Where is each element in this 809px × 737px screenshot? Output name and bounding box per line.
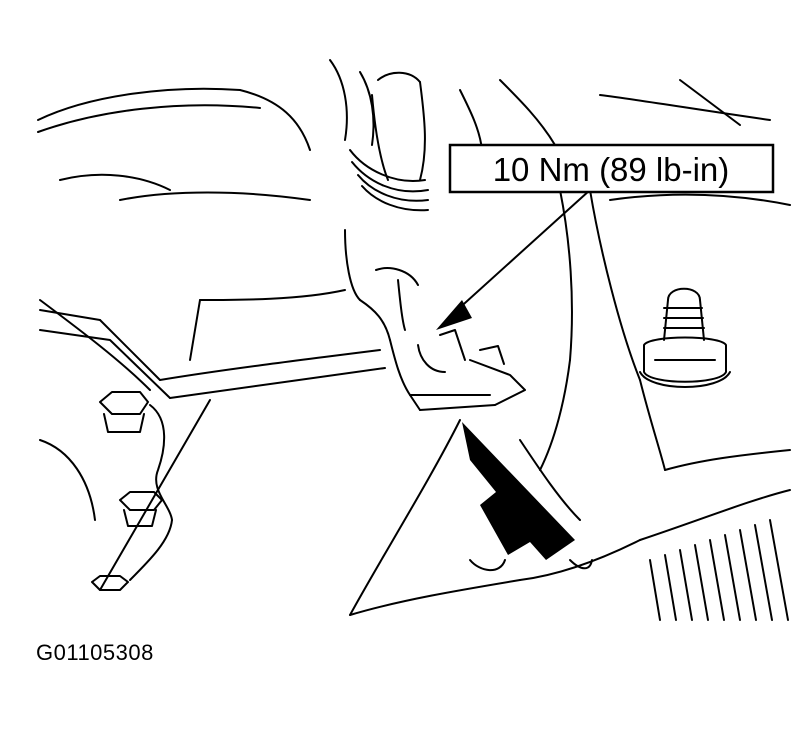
lower-panel — [39, 399, 641, 616]
lower-left-fasteners — [39, 299, 173, 591]
arrow-pointer-icon — [436, 189, 591, 330]
figure-id: G01105308 — [36, 640, 154, 665]
right-frame — [459, 79, 791, 521]
hose-connector — [349, 71, 429, 212]
upper-housing — [37, 59, 375, 201]
mounting-bracket — [344, 229, 526, 411]
large-direction-arrow-icon — [462, 422, 575, 560]
torque-label: 10 Nm (89 lb-in) — [493, 151, 730, 188]
line-art — [37, 59, 791, 621]
torque-callout: 10 Nm (89 lb-in) — [448, 143, 775, 194]
support-member — [39, 289, 386, 399]
ribbed-casing — [639, 489, 791, 621]
stud-bolt — [639, 287, 731, 388]
